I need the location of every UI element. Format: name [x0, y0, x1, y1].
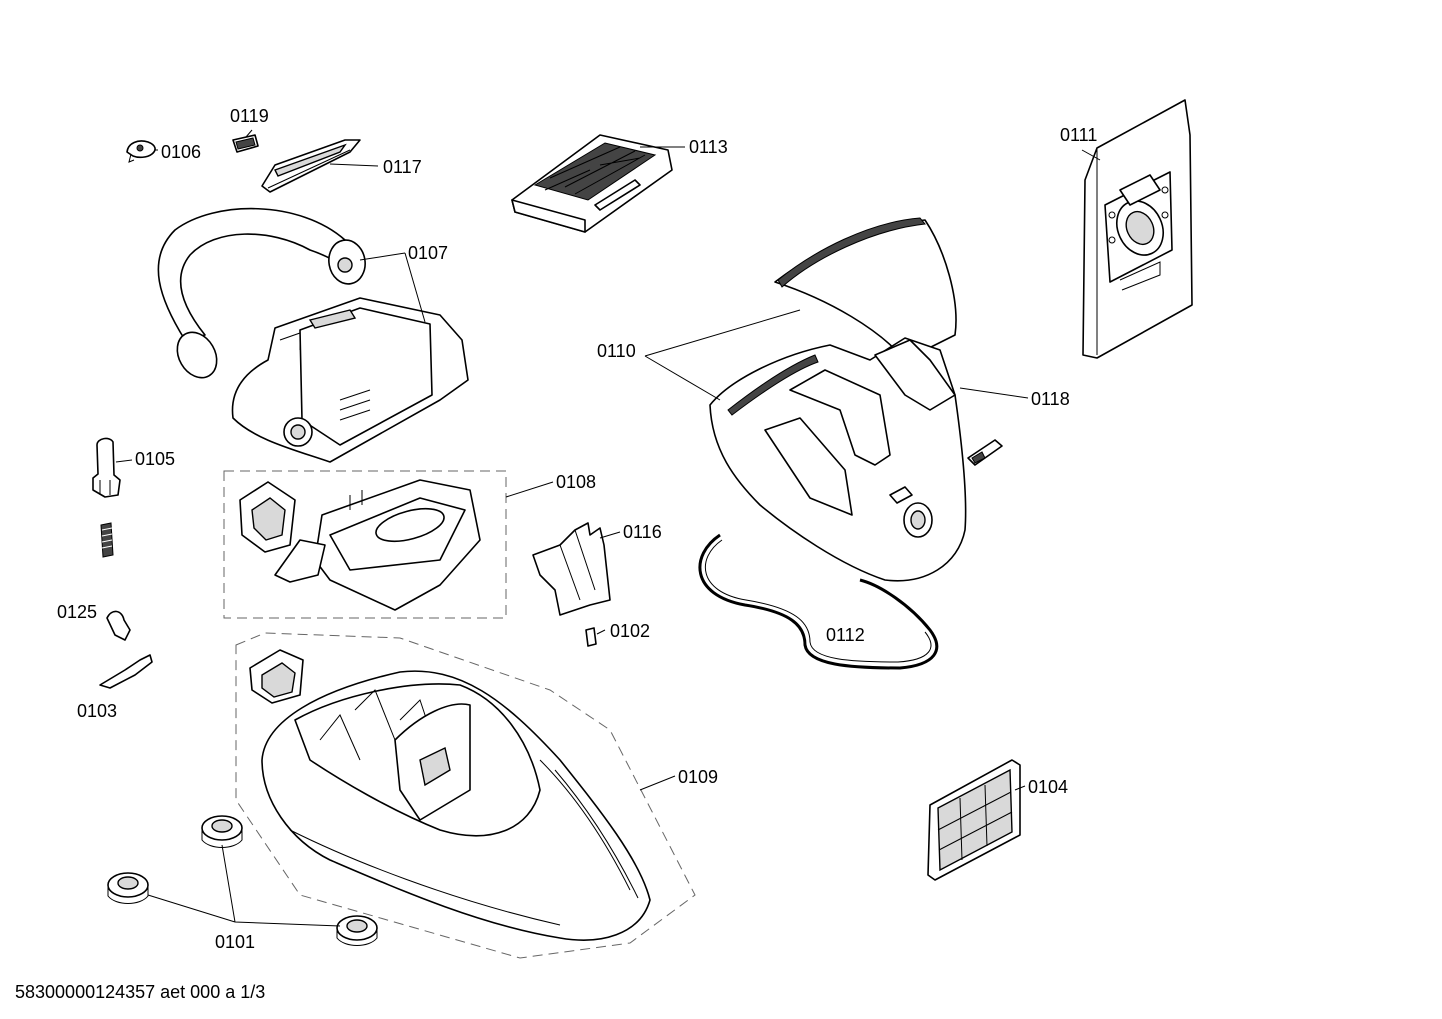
label-0116: 0116	[623, 522, 662, 542]
part-0125-hook	[106, 610, 131, 641]
label-0112: 0112	[826, 625, 865, 645]
drawing-reference-number: 58300000124357 aet 000 a 1/3	[15, 982, 265, 1002]
part-0117-handle-cover	[261, 139, 361, 193]
part-0111-dust-bag	[1082, 99, 1193, 359]
label-0107: 0107	[408, 243, 448, 263]
label-0102: 0102	[610, 621, 650, 641]
part-0116-bracket	[532, 522, 611, 616]
label-0119: 0119	[230, 106, 269, 126]
label-0110: 0110	[597, 341, 636, 361]
label-0108: 0108	[556, 472, 596, 492]
part-0109-base-group	[235, 632, 696, 959]
part-0102-plate	[585, 627, 597, 647]
label-0111: 0111	[1060, 125, 1097, 145]
part-0103-lever	[99, 654, 153, 689]
label-0105: 0105	[135, 449, 175, 469]
part-0110-top-cover	[709, 217, 967, 582]
part-labels: 0119 0106 0117 0113 0111 0107 0110 0118 …	[57, 106, 1097, 952]
part-0113-filter-cassette	[511, 134, 673, 233]
leader-lines	[115, 129, 1101, 927]
part-0104-exhaust-filter	[927, 759, 1021, 881]
part-0105-spring-pin	[92, 437, 121, 558]
part-0118-latch	[967, 439, 1003, 466]
part-0108-group	[223, 470, 507, 619]
part-0101-castors	[107, 815, 378, 946]
label-0109: 0109	[678, 767, 718, 787]
part-0119-clip	[232, 134, 259, 153]
label-0106: 0106	[161, 142, 201, 162]
label-0125: 0125	[57, 602, 97, 622]
label-0104: 0104	[1028, 777, 1068, 797]
label-0118: 0118	[1031, 389, 1070, 409]
label-0113: 0113	[689, 137, 728, 157]
part-0107-handle-housing	[157, 207, 469, 463]
part-0112-gasket	[698, 533, 939, 670]
part-0106-cap	[126, 140, 156, 163]
label-0101: 0101	[215, 932, 255, 952]
label-0117: 0117	[383, 157, 422, 177]
label-0103: 0103	[77, 701, 117, 721]
